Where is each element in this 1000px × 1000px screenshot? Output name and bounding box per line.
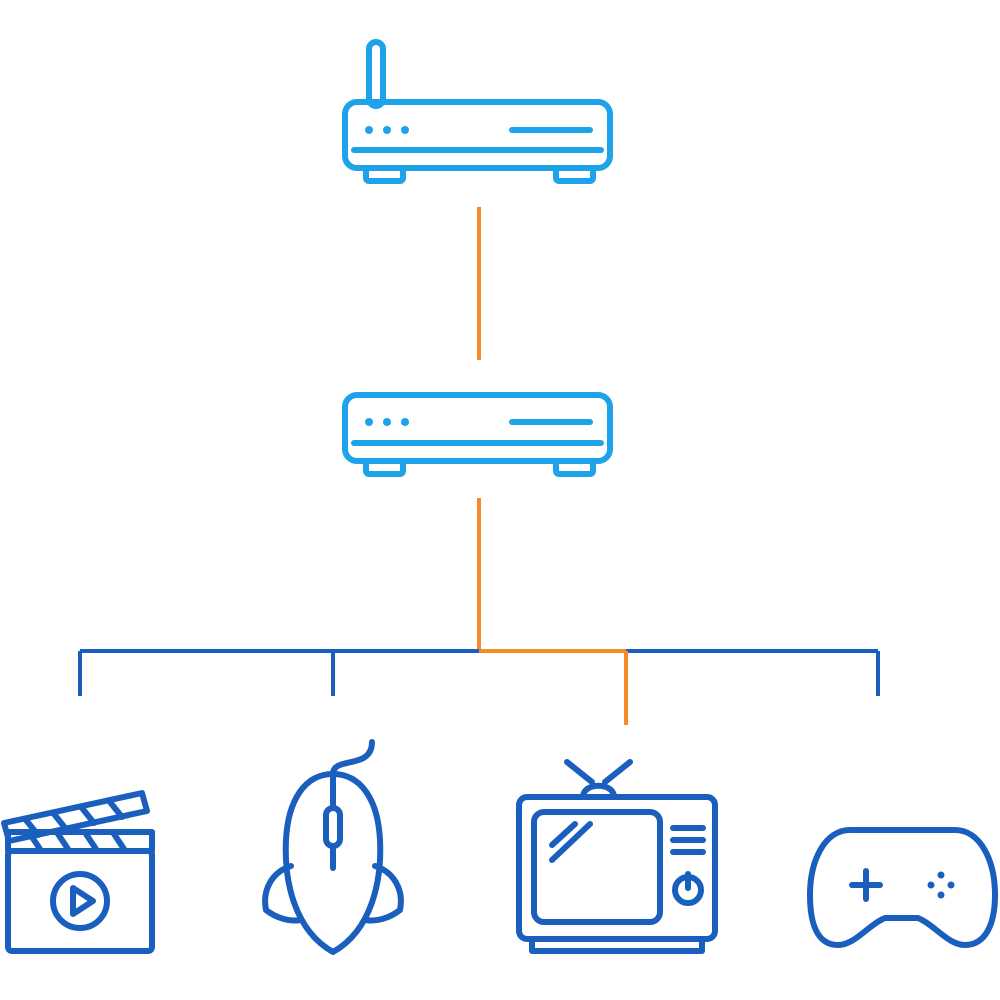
tv-stand xyxy=(529,936,705,954)
router-body xyxy=(342,99,613,171)
clapperboard-play-icon xyxy=(1,790,155,954)
clapper-top-arm xyxy=(1,790,150,844)
clapper-arm-stripe xyxy=(51,811,69,832)
clapper-stripe xyxy=(111,831,127,852)
switch-foot xyxy=(363,458,406,477)
mouse-scroll-wheel xyxy=(323,805,343,849)
gamepad-button xyxy=(937,891,945,899)
clapper-arm-stripe xyxy=(23,817,41,838)
mouse-cable xyxy=(330,739,375,777)
play-circle xyxy=(50,871,110,931)
mouse-body xyxy=(282,771,384,955)
router-led xyxy=(383,126,391,134)
switch-foot xyxy=(553,458,596,477)
clapper-stripe xyxy=(83,831,99,852)
gamepad-body xyxy=(807,827,998,948)
gamepad-icon xyxy=(807,827,998,948)
gamepad-button xyxy=(947,881,955,889)
router-foot xyxy=(363,165,406,184)
tv-screen xyxy=(531,809,663,925)
clapper-arm-stripe xyxy=(107,799,125,820)
mouse-left-wing xyxy=(262,863,303,924)
switch-led xyxy=(383,418,391,426)
gaming-mouse-icon xyxy=(262,739,404,955)
router-foot xyxy=(553,165,596,184)
gamepad-button xyxy=(927,881,935,889)
play-triangle xyxy=(70,885,96,917)
tv-screen-glare xyxy=(549,821,593,863)
router-antenna xyxy=(366,39,386,109)
gamepad-button xyxy=(937,871,945,879)
switch-led xyxy=(401,418,409,426)
tv-cabinet xyxy=(516,794,718,942)
tv-antenna-base xyxy=(580,782,617,800)
distribution-bus xyxy=(78,498,880,725)
switch-led xyxy=(365,418,373,426)
router-led xyxy=(365,126,373,134)
router-led xyxy=(401,126,409,134)
tv-screen-glare xyxy=(549,821,578,848)
clapper-arm-stripe xyxy=(79,805,97,826)
wifi-router-icon xyxy=(342,39,613,184)
network-switch-icon xyxy=(342,392,613,477)
mouse-right-wing xyxy=(363,863,404,924)
tv-antenna xyxy=(564,759,595,785)
tv-antenna xyxy=(602,759,633,785)
clapper-body xyxy=(5,848,155,954)
switch-body xyxy=(342,392,613,464)
clapper-stripe xyxy=(55,831,71,852)
retro-tv-icon xyxy=(516,759,718,954)
